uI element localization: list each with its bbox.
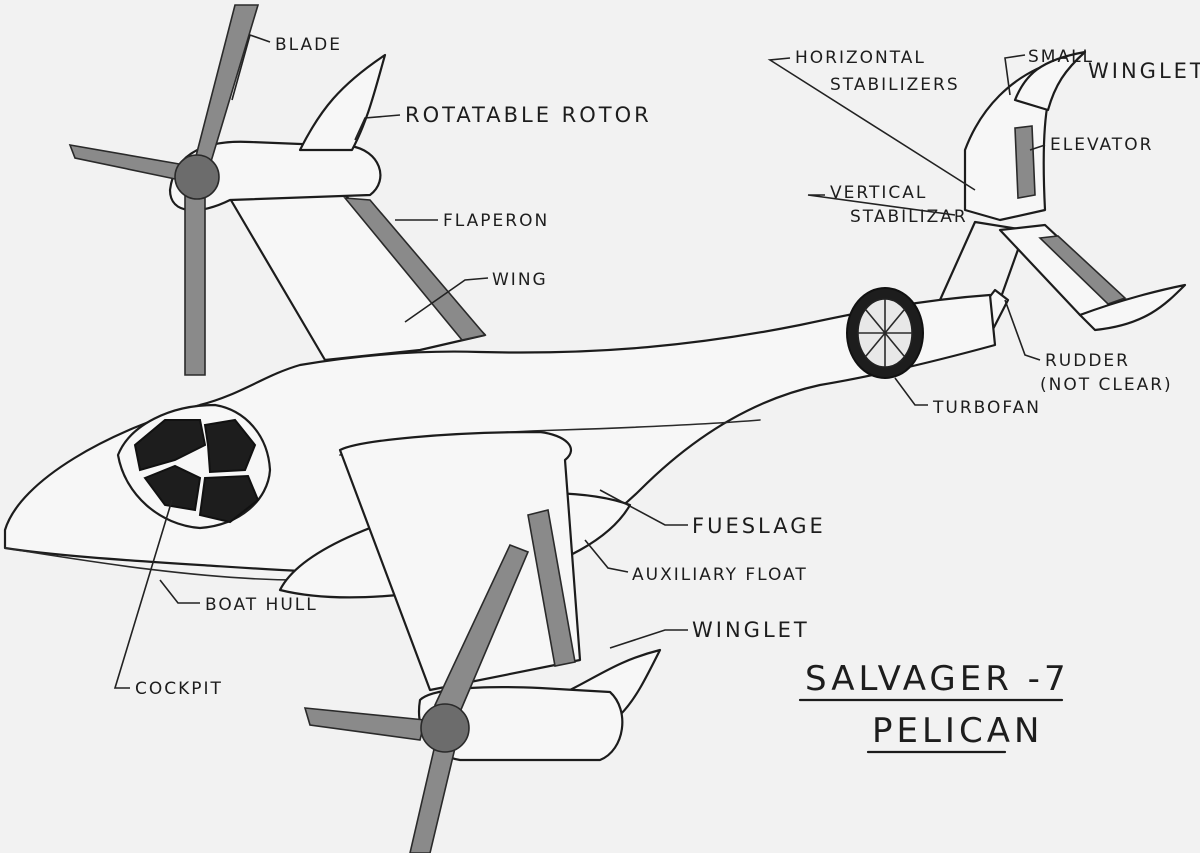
label-blade: BLADE <box>275 35 342 55</box>
lower-blade-left <box>303 707 427 741</box>
upper-winglet <box>298 53 387 152</box>
tail-winglet <box>1078 283 1187 332</box>
upper-hub <box>174 154 220 200</box>
label-rotatable-rotor: ROTATABLE ROTOR <box>405 103 652 127</box>
lower-blade-bottom <box>409 744 456 853</box>
upper-propeller <box>68 4 260 376</box>
labels: BLADE ROTATABLE ROTOR FLAPERON WING HORI… <box>135 35 1200 699</box>
cockpit-window-3 <box>143 464 202 512</box>
label-horizontal-1: HORIZONTAL <box>795 48 926 68</box>
label-small-winglet-2: WINGLET <box>1088 59 1200 83</box>
blade-left <box>68 143 187 181</box>
elevator-surface <box>1014 125 1036 199</box>
label-wing: WING <box>492 270 548 290</box>
label-turbofan: TURBOFAN <box>932 398 1041 418</box>
cockpit-window-4 <box>198 474 260 524</box>
cockpit-window-1 <box>133 419 207 472</box>
label-fueslage: FUESLAGE <box>692 514 826 538</box>
label-horizontal-2: STABILIZERS <box>830 75 960 95</box>
label-cockpit: COCKPIT <box>135 679 223 699</box>
label-vertical-2: STABILIZAR <box>850 207 968 227</box>
vertical-stabilizer <box>938 220 1027 302</box>
lower-hub <box>420 703 470 753</box>
title-line-2: PELICAN <box>872 711 1043 751</box>
label-boat-hull: BOAT HULL <box>205 595 318 615</box>
label-auxiliary-float: AUXILIARY FLOAT <box>632 565 808 585</box>
cockpit-window-2 <box>203 418 257 474</box>
label-rudder-2: (NOT CLEAR) <box>1040 375 1173 395</box>
turbofan <box>846 287 924 379</box>
upper-rotor-nacelle <box>168 53 387 212</box>
lower-propeller <box>303 543 530 853</box>
label-flaperon: FLAPERON <box>443 211 549 231</box>
blade-bottom <box>184 189 206 376</box>
title-line-1: SALVAGER -7 <box>805 659 1070 699</box>
tail-assembly <box>938 50 1187 337</box>
small-winglet <box>1013 50 1087 112</box>
upper-flaperon <box>343 197 487 341</box>
leader-lines <box>113 33 1046 689</box>
lower-flaperon <box>527 509 576 667</box>
label-vertical-1: VERTICAL <box>830 183 927 203</box>
lower-elevator <box>1038 235 1127 305</box>
label-elevator: ELEVATOR <box>1050 135 1153 155</box>
cockpit <box>116 403 272 530</box>
label-small-winglet-1: SMALL <box>1028 47 1094 67</box>
label-rudder-1: RUDDER <box>1045 351 1130 371</box>
label-winglet: WINGLET <box>692 618 810 642</box>
title-block: SALVAGER -7 PELICAN <box>798 659 1070 754</box>
lower-wing <box>338 430 662 762</box>
